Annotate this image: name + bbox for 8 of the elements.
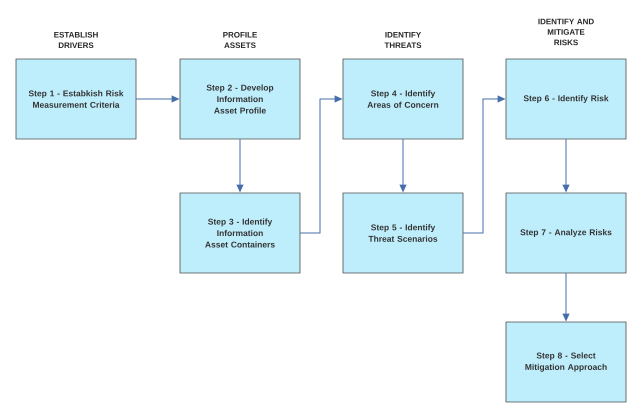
process-box: Step 4 - Identify Areas of Concern — [342, 58, 464, 140]
process-box: Step 7 - Analyze Risks — [506, 192, 626, 274]
process-box: Step 2 - Develop Information Asset Profile — [180, 58, 300, 140]
process-box: Step 1 - Estabkish Risk Measurement Criteria — [16, 58, 136, 140]
process-box: Step 5 - Identify Threat Scenarios — [342, 192, 464, 274]
process-box: Step 8 - Select Mitigation Approach — [506, 322, 626, 402]
process-box: Step 6 - Identify Risk — [506, 58, 626, 140]
process-box: Step 3 - Identify Information Asset Containers — [180, 192, 300, 274]
